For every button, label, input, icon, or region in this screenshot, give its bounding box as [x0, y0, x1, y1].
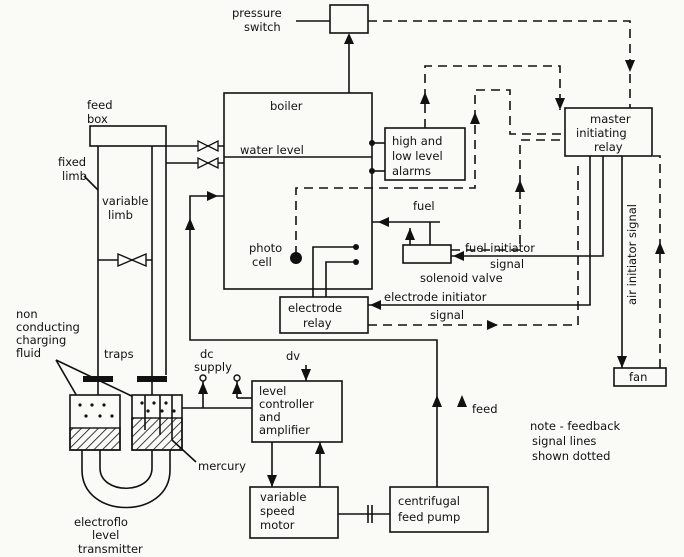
pressure-switch-label-2: switch — [244, 20, 281, 34]
level-controller-amplifier: level controller and amplifier — [251, 380, 343, 443]
traps-label: traps — [104, 347, 134, 361]
solenoid-valve-label: solenoid valve — [420, 271, 503, 285]
air-initiator-label: air initiator signal — [625, 204, 639, 305]
fixed-limb-label-2: limb — [62, 169, 87, 183]
photo-cell-label-1: photo — [249, 241, 282, 255]
high-low-alarms: high and low level alarms — [384, 127, 466, 181]
note-line-1: note - feedback — [530, 419, 621, 433]
note-line-3: shown dotted — [532, 449, 610, 463]
electrode-relay: electrode relay — [279, 296, 369, 334]
transmitter-chamber-left — [69, 394, 121, 451]
fuel-initiator-label-2: signal — [490, 257, 524, 271]
electroflo-label-1: electroflo — [74, 515, 128, 529]
master-relay-label-2: initiating — [576, 126, 627, 140]
variable-limb-label-2: limb — [108, 208, 133, 222]
electroflo-label-3: transmitter — [78, 542, 143, 556]
transmitter-chamber-right — [131, 394, 183, 451]
water-level-label: water level — [240, 143, 304, 157]
master-relay-label-1: master — [590, 112, 631, 126]
non-conducting-label-1: non — [16, 307, 38, 321]
note-line-2: signal lines — [532, 434, 596, 448]
boiler-label: boiler — [270, 99, 303, 113]
motor-label-3: motor — [260, 518, 295, 532]
non-conducting-label-2: conducting — [16, 320, 80, 334]
pressure-switch: pressure switch — [232, 4, 369, 34]
level-controller-label-3: and — [259, 410, 281, 424]
solenoid-valve — [402, 244, 452, 264]
dc-supply-label-1: dc — [200, 347, 214, 361]
master-initiating-relay: master initiating relay — [564, 107, 653, 157]
pump-label-1: centrifugal — [398, 494, 460, 508]
alarms-label-2: low level — [392, 149, 443, 163]
fixed-limb-label-1: fixed — [58, 155, 86, 169]
limb-valve-icon — [117, 252, 134, 268]
feed-box-label-2: box — [87, 112, 108, 126]
electrode-initiator-label-2: signal — [430, 308, 464, 322]
non-conducting-label-4: fluid — [16, 346, 41, 360]
level-controller-label-2: controller — [259, 397, 314, 411]
fuel-label: fuel — [413, 199, 435, 213]
alarms-label-1: high and — [392, 134, 442, 148]
electrode-initiator-label-1: electrode initiator — [384, 290, 487, 304]
trap-left — [83, 376, 113, 382]
note: note - feedback signal lines shown dotte… — [530, 419, 621, 463]
variable-speed-motor: variable speed motor — [249, 486, 339, 539]
level-controller-label-1: level — [259, 384, 286, 398]
variable-limb-label-1: variable — [102, 194, 148, 208]
pump-label-2: feed pump — [398, 510, 460, 524]
master-relay-label-3: relay — [594, 140, 623, 154]
mercury-label: mercury — [198, 459, 246, 473]
feed-label: feed — [472, 402, 498, 416]
fan-label: fan — [629, 370, 647, 384]
pressure-switch-label-1: pressure — [232, 6, 282, 20]
feed-box-label-1: feed — [87, 98, 113, 112]
feed-box: feed box — [87, 98, 167, 147]
motor-label-1: variable — [260, 490, 306, 504]
photo-cell-icon — [290, 252, 302, 264]
dc-supply-label-2: supply — [194, 360, 232, 374]
level-controller-label-4: amplifier — [259, 423, 310, 437]
non-conducting-label-3: charging — [16, 333, 66, 347]
electrode-relay-label-2: relay — [303, 316, 332, 330]
motor-label-2: speed — [260, 504, 295, 518]
fan: fan — [613, 367, 667, 387]
dv-label: dv — [286, 349, 300, 363]
centrifugal-feed-pump: centrifugal feed pump — [389, 486, 489, 533]
electrode-relay-label-1: electrode — [288, 301, 342, 315]
alarms-label-3: alarms — [392, 164, 431, 178]
fuel-initiator-label-1: fuel initiator — [465, 241, 535, 255]
boiler-valve-icon — [197, 139, 219, 170]
trap-right — [137, 376, 167, 382]
photo-cell-label-2: cell — [252, 255, 272, 269]
electroflo-label-2: level — [92, 528, 119, 542]
